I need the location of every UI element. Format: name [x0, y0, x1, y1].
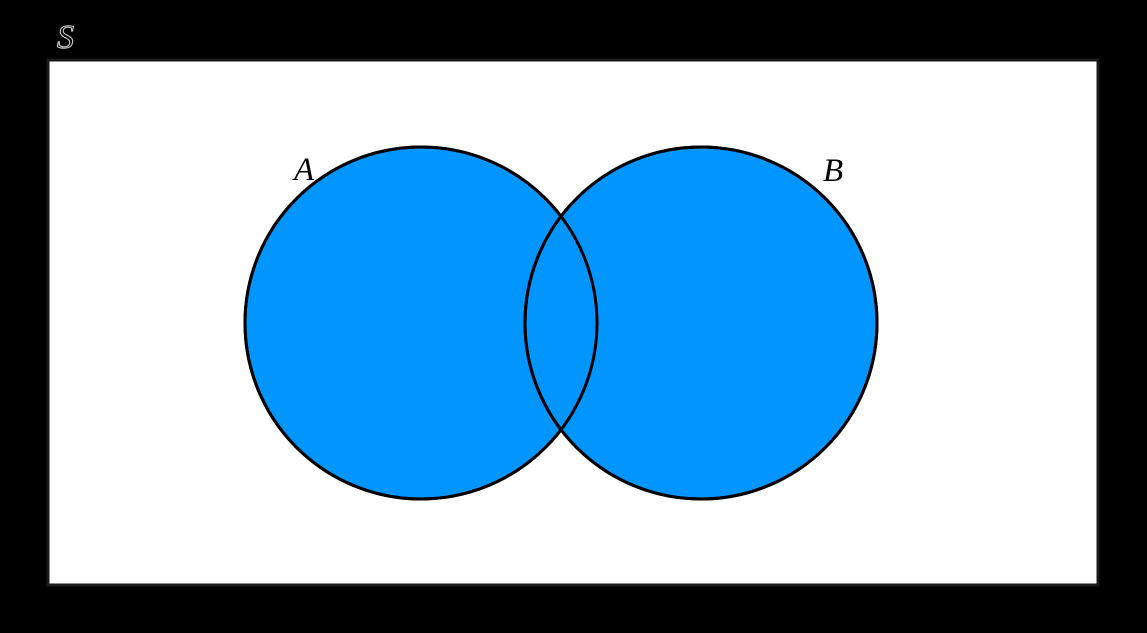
set-a-label: A — [292, 152, 315, 188]
universal-set-label: S — [57, 19, 74, 56]
set-b-label: B — [823, 153, 843, 189]
set-b-outline — [523, 145, 879, 501]
set-b-circle[interactable] — [523, 145, 879, 501]
set-a-outline — [243, 145, 599, 501]
